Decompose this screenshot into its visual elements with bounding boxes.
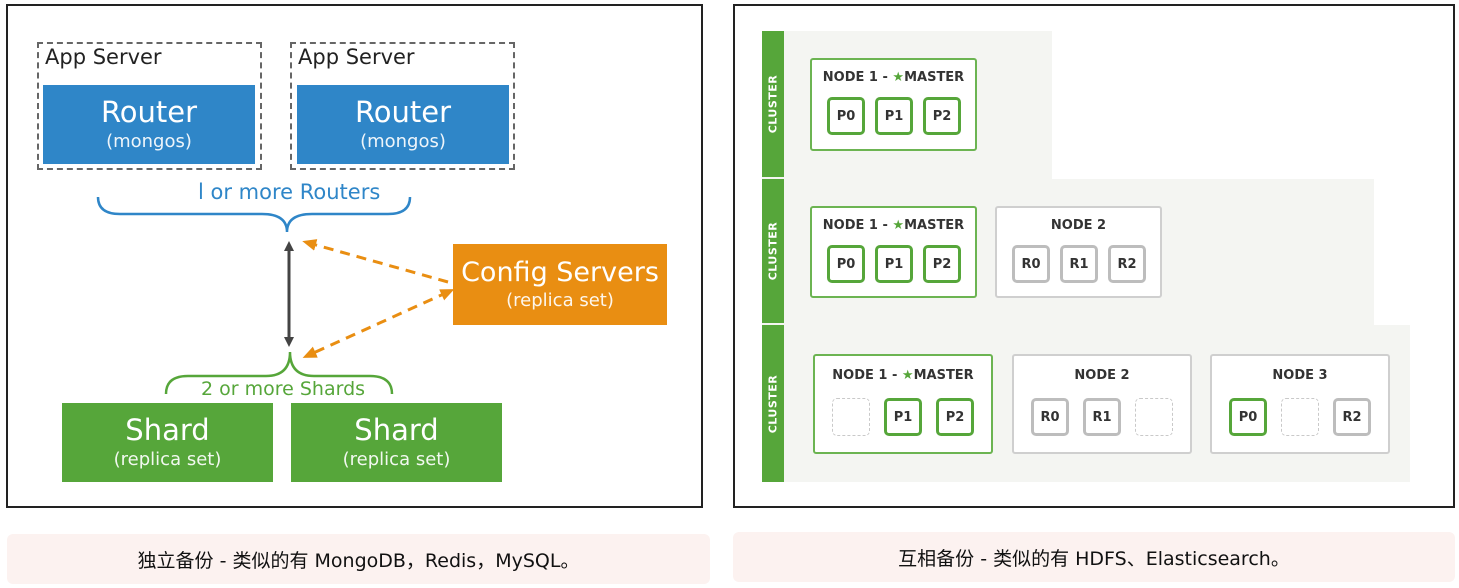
config-shard-arrow <box>302 289 455 358</box>
shard-chip: P1 <box>875 97 913 135</box>
config-title: Config Servers <box>461 256 659 288</box>
shard-chip: R1 <box>1083 398 1121 436</box>
app-server-label: App Server <box>45 45 162 69</box>
router-title: Router <box>354 94 452 129</box>
app-server-label: App Server <box>298 45 415 69</box>
shard-chip: P0 <box>1229 398 1267 436</box>
node-title: NODE 1 - ★MASTER <box>822 70 965 85</box>
router-subtitle: (mongos) <box>106 131 192 153</box>
shard-chip <box>1135 398 1173 436</box>
node-card: NODE 1 - ★MASTER P0 P1 P2 <box>810 58 977 151</box>
app-server-box-1: App Server <box>37 42 262 170</box>
router-box-1: Router (mongos) <box>43 85 255 164</box>
shard-box-1: Shard (replica set) <box>62 403 273 482</box>
connectors <box>96 196 455 395</box>
shard-chip: R2 <box>1108 245 1146 283</box>
config-router-arrow <box>302 239 449 284</box>
node-card: NODE 2 R0 R1 R2 <box>995 206 1162 298</box>
shard-chip: P1 <box>884 398 922 436</box>
shard-chip: P2 <box>923 245 961 283</box>
shard-title: Shard <box>125 412 210 447</box>
shard-chip: P0 <box>827 245 865 283</box>
shard-chip: P1 <box>875 245 913 283</box>
shard-chip <box>1281 398 1319 436</box>
shard-title: Shard <box>354 412 439 447</box>
shards-label: 2 or more Shards <box>201 378 366 400</box>
node-card: NODE 3 P0 R2 <box>1210 354 1390 454</box>
shard-chip: R2 <box>1333 398 1371 436</box>
shard-chip: P2 <box>936 398 974 436</box>
star-icon: ★ <box>901 368 914 383</box>
routers-brace <box>96 196 412 233</box>
cluster-label: CLUSTER <box>766 374 780 433</box>
node-title: NODE 2 <box>1074 368 1130 383</box>
shard-chip: R0 <box>1031 398 1069 436</box>
config-servers-box: Config Servers (replica set) <box>453 244 667 325</box>
shard-chip: R0 <box>1012 245 1050 283</box>
cluster-bar-2: CLUSTER <box>762 179 784 323</box>
shard-chip <box>832 398 870 436</box>
shard-chip: P2 <box>923 97 961 135</box>
cluster-bar-3: CLUSTER <box>762 325 784 482</box>
node-card: NODE 1 - ★MASTER P1 P2 <box>813 354 993 454</box>
cluster-label: CLUSTER <box>766 221 780 281</box>
star-icon: ★ <box>892 70 905 85</box>
right-caption: 互相备份 - 类似的有 HDFS、Elasticsearch。 <box>733 532 1455 582</box>
shard-chip: P0 <box>827 97 865 135</box>
node-title: NODE 1 - ★MASTER <box>832 368 974 383</box>
config-subtitle: (replica set) <box>506 290 614 312</box>
cluster-bar-1: CLUSTER <box>762 31 784 177</box>
node-title: NODE 3 <box>1272 368 1328 383</box>
router-title: Router <box>100 94 198 129</box>
shard-box-2: Shard (replica set) <box>291 403 502 482</box>
node-title: NODE 2 <box>1050 218 1107 233</box>
shard-subtitle: (replica set) <box>342 449 451 471</box>
routers-label: l or more Routers <box>198 180 381 204</box>
shards-brace <box>164 351 394 395</box>
router-box-2: Router (mongos) <box>297 85 509 164</box>
app-server-box-2: App Server <box>290 42 515 170</box>
shard-subtitle: (replica set) <box>113 449 222 471</box>
shard-chip: R1 <box>1060 245 1098 283</box>
node-title: NODE 1 - ★MASTER <box>822 218 965 233</box>
node-card: NODE 2 R0 R1 <box>1012 354 1192 454</box>
node-card: NODE 1 - ★MASTER P0 P1 P2 <box>810 206 977 298</box>
cluster-label: CLUSTER <box>766 74 780 134</box>
star-icon: ★ <box>892 218 905 233</box>
left-caption: 独立备份 - 类似的有 MongoDB，Redis，MySQL。 <box>7 534 710 584</box>
router-subtitle: (mongos) <box>360 131 446 153</box>
